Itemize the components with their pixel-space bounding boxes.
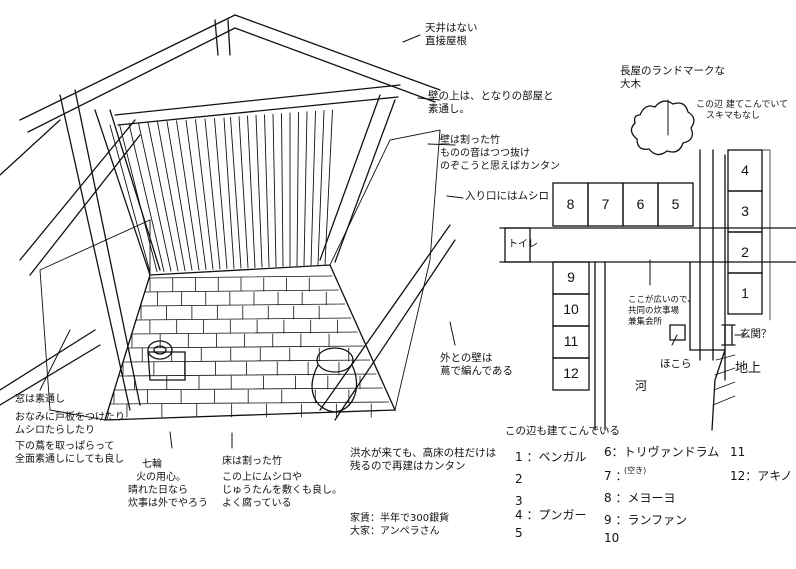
- resident-4: 4 ：プンガー: [515, 508, 587, 522]
- crowded-note: この辺 建てこんでいてスキマもなし: [696, 100, 789, 121]
- residents-col1: 1 ：ベンガル 2 3 4 ：プンガー 5: [515, 450, 586, 540]
- window-note: 窓は素通しおなみに戸板をつけたりムシロたらしたり下の蔦を取っぱらって全面素通しに…: [15, 394, 125, 465]
- room-3-label: 3: [741, 202, 749, 219]
- tree-note: 長屋のランドマークな大木: [620, 65, 725, 90]
- entrance-map-note: 玄関？: [740, 328, 772, 340]
- room-1-label: 1: [741, 284, 749, 301]
- bamboo-wall: [109, 109, 333, 273]
- floor-note: 床は割った竹この上にムシロやじゅうたんを敷くも良し。よく腐っている: [222, 456, 342, 509]
- resident-11: 11: [730, 445, 746, 459]
- resident-7: 7 ：(空き): [604, 466, 647, 483]
- room-4-label: 4: [741, 161, 749, 178]
- room-10-label: 10: [563, 301, 579, 317]
- resident-10: 10: [604, 531, 620, 545]
- resident-12: 12：アキノ: [730, 469, 793, 483]
- rent-note: 家賃：半年で300銀貨大家：アンペラさん: [350, 513, 450, 537]
- room-5-box: [657, 182, 694, 227]
- floor-outline: [104, 264, 396, 421]
- entrance-note: 入り口にはムシロ: [465, 190, 549, 202]
- tree-icon: [630, 100, 695, 156]
- roof-note: 天井はない直接屋根: [425, 22, 478, 47]
- room-boxes: [552, 149, 763, 391]
- residents-heading: この辺も建てこんでいる: [505, 425, 620, 437]
- water-jar-icon: [311, 347, 358, 413]
- resident-1: 1 ：ベンガル: [515, 450, 587, 464]
- wall-top-note: 壁の上は、となりの部屋と素通し。: [428, 90, 554, 115]
- shichirin-stove-icon: [147, 340, 186, 381]
- resident-3: 3: [515, 494, 523, 508]
- room-9-label: 9: [567, 269, 575, 285]
- resident-5: 5: [515, 526, 523, 540]
- shrine-label: ほこら: [660, 358, 692, 370]
- room-12-label: 12: [563, 365, 579, 381]
- room-11-label: 11: [563, 333, 579, 349]
- ground-label: 地上: [735, 361, 762, 376]
- shrine-icon: [669, 324, 686, 341]
- outer-wall-note: 外との壁は蔦で編んである: [440, 352, 513, 377]
- residents-col3: 11 12：アキノ: [730, 445, 792, 483]
- toilet-label: トイレ: [508, 239, 538, 250]
- map-diagram: [499, 100, 796, 431]
- residents-col2: 6：トリヴァンドラム 7 ：(空き) 8 ：メヨーヨ 9 ：ランファン 10: [604, 445, 719, 545]
- room-5-label: 5: [671, 195, 680, 212]
- flood-note: 洪水が来ても、高床の柱だけは残るので再建はカンタン: [350, 447, 497, 472]
- right-wall: [329, 129, 441, 412]
- room-8-label: 8: [566, 195, 575, 212]
- room-7-label: 7: [601, 195, 610, 212]
- entrance-icon: [721, 324, 736, 346]
- room-12-box: [552, 357, 590, 391]
- kitchen-note: ここが広いので、共同の炊事場兼集会所: [628, 295, 696, 327]
- wall-bamboo-note: 壁は割った竹ものの音はつつ抜けのぞこうと思えばカンタン: [440, 135, 560, 172]
- left-wall: [39, 219, 151, 421]
- room-2-label: 2: [741, 243, 749, 260]
- river-label: 河: [635, 379, 648, 393]
- roof-lines: [0, 14, 441, 176]
- resident-2: 2: [515, 472, 523, 486]
- stove-note: 七輪火の用心。晴れた日なら炊事は外でやろう: [128, 459, 208, 509]
- resident-6: 6：トリヴァンドラム: [604, 445, 720, 459]
- room-6-label: 6: [636, 195, 645, 212]
- floor-bricks: [109, 275, 390, 418]
- room-1-box: [727, 272, 763, 315]
- pillars: [0, 84, 456, 421]
- resident-9: 9 ：ランファン: [604, 513, 688, 527]
- resident-8: 8 ：メヨーヨ: [604, 491, 676, 505]
